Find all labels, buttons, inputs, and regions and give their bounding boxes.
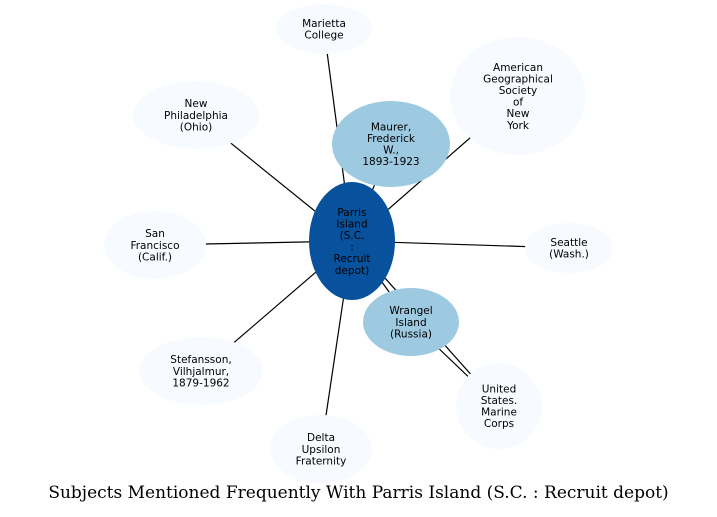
node-label-sanfran-1: Francisco xyxy=(130,240,179,252)
node-label-stefansson-2: 1879-1962 xyxy=(172,377,229,389)
node-label-delta-1: Upsilon xyxy=(302,444,341,456)
node-label-ags-2: Society xyxy=(499,85,538,97)
node-ellipse-delta xyxy=(270,415,372,483)
node-label-delta-0: Delta xyxy=(307,432,335,444)
node-label-usmc-3: Corps xyxy=(484,418,514,430)
nodes-layer: ParrisIsland(S.C.:Recruitdepot)Maurer,Fr… xyxy=(104,4,613,483)
node-ellipse-usmc xyxy=(456,363,542,449)
node-label-wrangel-1: Island xyxy=(395,317,426,329)
node-stefansson[interactable]: Stefansson,Vilhjalmur,1879-1962 xyxy=(139,337,263,405)
node-label-center-5: depot) xyxy=(335,265,369,277)
node-label-center-0: Parris xyxy=(337,207,366,219)
node-label-stefansson-1: Vilhjalmur, xyxy=(173,366,229,378)
node-label-ags-0: American xyxy=(493,62,543,74)
node-label-newphil-0: New xyxy=(185,98,208,110)
node-label-wrangel-0: Wrangel xyxy=(389,305,432,317)
node-label-center-4: Recruit xyxy=(333,253,370,265)
node-label-maurer-1: Frederick xyxy=(367,133,416,145)
node-label-maurer-0: Maurer, xyxy=(371,121,411,133)
node-label-usmc-0: United xyxy=(482,383,517,395)
node-label-sanfran-0: San xyxy=(145,228,165,240)
node-label-sanfran-2: (Calif.) xyxy=(138,251,172,263)
node-ellipse-wrangel xyxy=(363,288,459,356)
node-label-ags-1: Geographical xyxy=(483,73,553,85)
node-label-usmc-1: States. xyxy=(481,395,518,407)
node-label-marietta-0: Marietta xyxy=(302,18,346,30)
node-ellipse-sanfran xyxy=(104,211,206,279)
node-label-maurer-2: W., xyxy=(383,145,399,157)
node-ellipse-seattle xyxy=(525,223,613,273)
node-label-seattle-0: Seattle xyxy=(550,237,587,249)
node-ellipse-marietta xyxy=(276,4,372,54)
node-label-marietta-1: College xyxy=(304,30,343,42)
node-ellipse-center xyxy=(309,182,395,300)
node-ellipse-ags xyxy=(450,37,586,155)
node-label-center-3: : xyxy=(350,242,354,254)
node-label-ags-3: of xyxy=(513,97,523,109)
node-label-center-2: (S.C. xyxy=(340,230,365,242)
node-ellipse-maurer xyxy=(332,101,450,187)
node-label-wrangel-2: (Russia) xyxy=(390,328,432,340)
node-ellipse-newphil xyxy=(133,81,259,149)
node-label-usmc-2: Marine xyxy=(481,407,517,419)
node-seattle[interactable]: Seattle(Wash.) xyxy=(525,223,613,273)
node-label-seattle-1: (Wash.) xyxy=(549,249,589,261)
diagram-title: Subjects Mentioned Frequently With Parri… xyxy=(48,483,669,503)
node-label-maurer-3: 1893-1923 xyxy=(362,156,419,168)
node-label-delta-2: Fraternity xyxy=(296,455,347,467)
node-label-ags-4: New xyxy=(507,108,530,120)
node-label-center-1: Island xyxy=(336,218,367,230)
node-label-newphil-2: (Ohio) xyxy=(180,121,212,133)
node-label-ags-5: York xyxy=(506,120,530,132)
node-label-stefansson-0: Stefansson, xyxy=(170,354,231,366)
node-label-newphil-1: Philadelphia xyxy=(164,110,228,122)
node-ellipse-stefansson xyxy=(139,337,263,405)
